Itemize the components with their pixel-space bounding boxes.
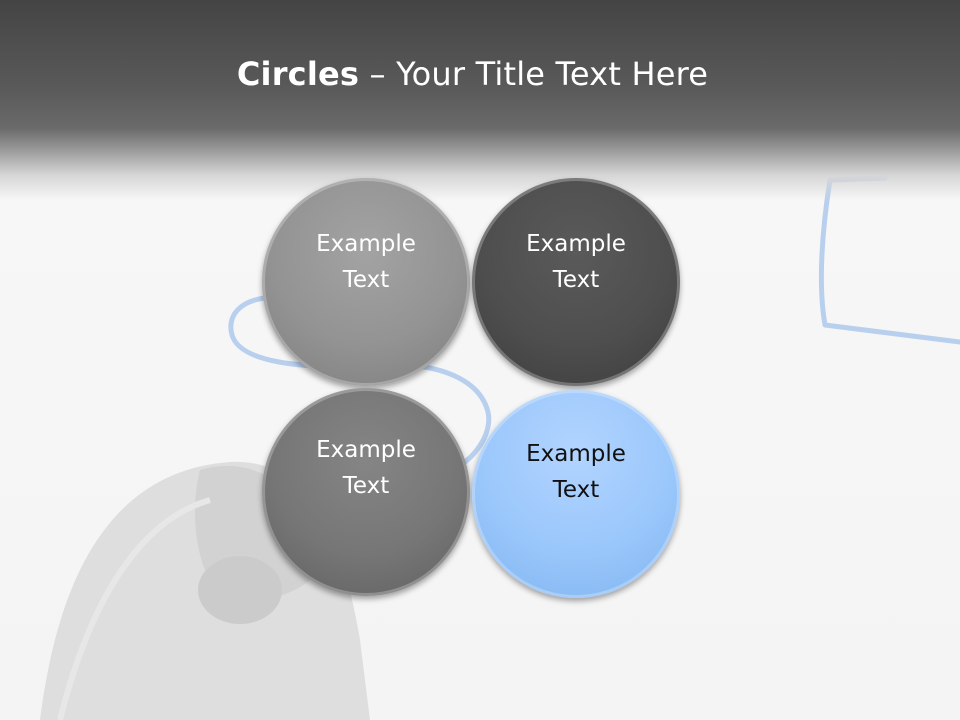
circle-label: Example Text [526, 231, 626, 293]
circle-label: Example Text [316, 437, 416, 499]
slide-title: Circles – Your Title Text Here [0, 52, 945, 96]
circle-bottom-right[interactable]: Example Text [472, 390, 680, 598]
circle-label: Example Text [526, 441, 626, 503]
title-bold-part: Circles [236, 55, 360, 93]
title-rest-part: – Your Title Text Here [359, 55, 709, 93]
circle-top-left[interactable]: Example Text [262, 178, 470, 386]
circle-top-right[interactable]: Example Text [472, 178, 680, 386]
circle-bottom-left[interactable]: Example Text [262, 388, 470, 596]
title-bar: Circles – Your Title Text Here [0, 0, 960, 200]
circle-label: Example Text [316, 231, 416, 293]
